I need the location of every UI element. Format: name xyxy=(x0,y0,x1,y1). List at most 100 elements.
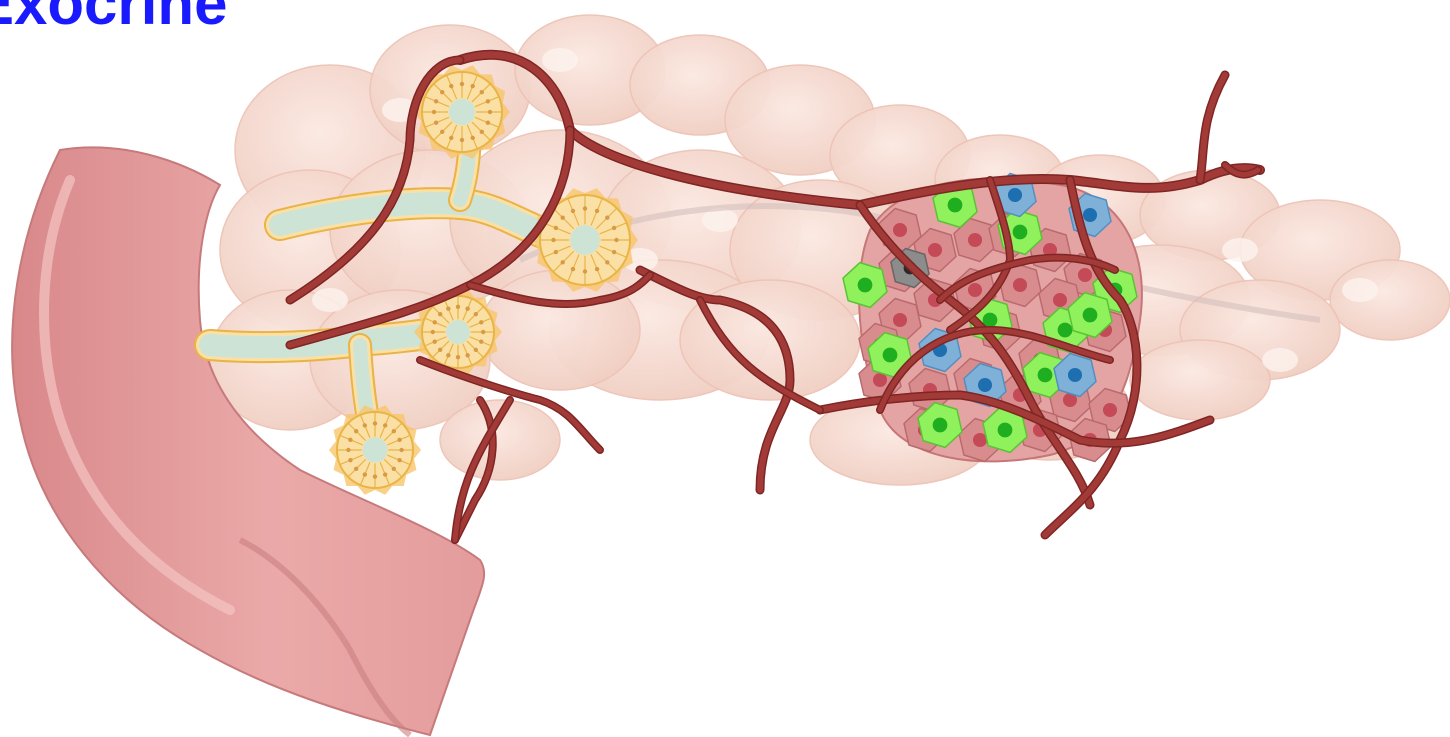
acinar-cell-nucleus xyxy=(354,467,358,471)
acinar-cell-nucleus xyxy=(397,458,401,462)
acinar-cell-nucleus xyxy=(471,84,475,88)
acinar-cell-nucleus xyxy=(348,438,352,442)
acinar-cell-nucleus xyxy=(479,339,483,343)
acinar-cell-nucleus xyxy=(583,269,587,273)
alpha-cell-nucleus xyxy=(873,373,887,387)
acinar-cell-nucleus xyxy=(605,260,609,264)
acinar-cell-nucleus xyxy=(561,216,565,220)
alpha-cell-nucleus xyxy=(893,313,907,327)
acinar-cell-nucleus xyxy=(465,353,469,357)
beta-cell-nucleus xyxy=(948,198,963,213)
acinar-cell-nucleus xyxy=(460,82,464,86)
alpha-cell-nucleus xyxy=(973,433,987,447)
acinar-cell-nucleus xyxy=(363,472,367,476)
acinar-cell-nucleus xyxy=(346,448,350,452)
alpha-cell-nucleus xyxy=(1013,278,1027,292)
acinar-cell-nucleus xyxy=(438,348,442,352)
islet-of-langerhans xyxy=(843,174,1142,462)
acinar-cell-nucleus xyxy=(561,260,565,264)
acinar-cell-nucleus xyxy=(605,216,609,220)
acinar-cell-nucleus xyxy=(373,474,377,478)
alpha-cell-nucleus xyxy=(1053,293,1067,307)
alpha-cell-nucleus xyxy=(1103,403,1117,417)
beta-cell-nucleus xyxy=(1038,368,1053,383)
acinar-cell-nucleus xyxy=(480,90,484,94)
acinar-cell-nucleus xyxy=(571,209,575,213)
alpha-cell-nucleus xyxy=(968,233,982,247)
acinar-cell-nucleus xyxy=(438,312,442,316)
acinar-cell-nucleus xyxy=(474,312,478,316)
alpha-cell-nucleus xyxy=(893,223,907,237)
acinar-cell-nucleus xyxy=(486,99,490,103)
acinar-cell-nucleus xyxy=(434,99,438,103)
acinar-cell-nucleus xyxy=(383,423,387,427)
delta-cell-nucleus xyxy=(1068,368,1082,382)
acinar-cell-nucleus xyxy=(474,348,478,352)
acinar-cell-nucleus xyxy=(456,355,460,359)
acinar-cell-nucleus xyxy=(471,136,475,140)
acinar-cell-nucleus xyxy=(486,121,490,125)
acinar-cell-nucleus xyxy=(595,267,599,271)
acinus-lumen xyxy=(570,225,600,255)
acinar-cell-nucleus xyxy=(399,448,403,452)
acinar-cell-nucleus xyxy=(363,423,367,427)
beta-cell-nucleus xyxy=(1058,323,1073,338)
beta-cell-nucleus xyxy=(998,423,1013,438)
delta-cell-nucleus xyxy=(1008,188,1022,202)
acinar-cell-nucleus xyxy=(481,330,485,334)
acinar-cell-nucleus xyxy=(392,429,396,433)
beta-cell-nucleus xyxy=(1013,225,1028,240)
acinar-cell-nucleus xyxy=(354,429,358,433)
beta-cell-nucleus xyxy=(933,418,948,433)
acinar-cell-nucleus xyxy=(595,209,599,213)
tissue-highlight xyxy=(1222,238,1258,262)
alpha-cell-nucleus xyxy=(968,283,982,297)
tissue-highlight xyxy=(312,288,348,312)
acinar-cell-nucleus xyxy=(392,467,396,471)
acinar-cell-nucleus xyxy=(373,421,377,425)
acinar-cell-nucleus xyxy=(440,90,444,94)
acinar-cell-nucleus xyxy=(432,110,436,114)
acinar-cell-nucleus xyxy=(551,238,555,242)
tissue-highlight xyxy=(542,48,578,72)
acinar-cell-nucleus xyxy=(433,339,437,343)
acinar-cell-nucleus xyxy=(440,130,444,134)
acinar-cell-nucleus xyxy=(554,250,558,254)
alpha-cell-nucleus xyxy=(1078,268,1092,282)
acinar-cell-nucleus xyxy=(479,320,483,324)
acinar-cell-nucleus xyxy=(465,307,469,311)
beta-cell-nucleus xyxy=(883,348,898,363)
acinar-cell-nucleus xyxy=(480,130,484,134)
beta-cell-nucleus xyxy=(1083,308,1098,323)
acinar-cell-nucleus xyxy=(583,206,587,210)
acinar-cell-nucleus xyxy=(449,84,453,88)
acinar-cell-nucleus xyxy=(383,472,387,476)
acinar-cell-nucleus xyxy=(431,330,435,334)
acinar-cell-nucleus xyxy=(614,238,618,242)
acinar-cell-nucleus xyxy=(348,458,352,462)
acinar-cell-nucleus xyxy=(446,353,450,357)
acinar-cell-nucleus xyxy=(433,320,437,324)
delta-cell-nucleus xyxy=(978,378,992,392)
acinus-lumen xyxy=(449,99,475,125)
acinar-cell-nucleus xyxy=(449,136,453,140)
acinar-cell-nucleus xyxy=(460,138,464,142)
acinar-cell-nucleus xyxy=(571,267,575,271)
alpha-cell-nucleus xyxy=(928,243,942,257)
beta-cell-nucleus xyxy=(858,278,873,293)
acinus-lumen xyxy=(362,437,387,462)
pancreas-lobule xyxy=(1330,260,1450,340)
acinar-cell-nucleus xyxy=(397,438,401,442)
tissue-highlight xyxy=(1342,278,1378,302)
acinar-cell-nucleus xyxy=(612,250,616,254)
pancreas-lobule xyxy=(1130,340,1270,420)
acinar-cell-nucleus xyxy=(446,307,450,311)
delta-cell-nucleus xyxy=(1083,208,1097,222)
acinar-cell-nucleus xyxy=(554,226,558,230)
pancreas-lobule xyxy=(480,270,640,390)
acinus-lumen xyxy=(446,320,470,344)
acinar-cell-nucleus xyxy=(456,305,460,309)
acinar-cell-nucleus xyxy=(612,226,616,230)
acinar-cell-nucleus xyxy=(488,110,492,114)
